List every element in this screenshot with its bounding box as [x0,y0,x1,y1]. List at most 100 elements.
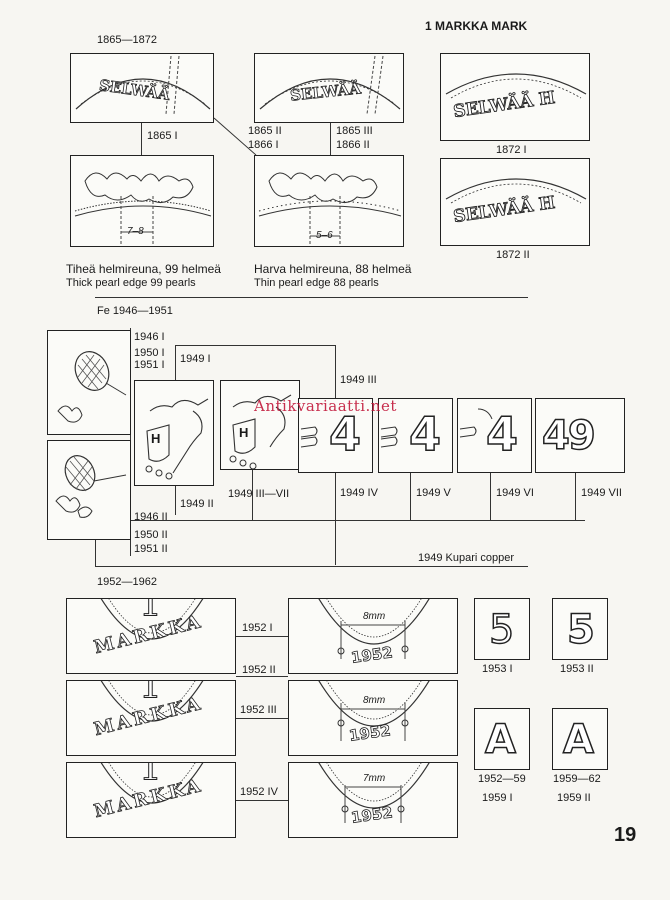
measure-label: 7mm [363,773,386,784]
letter-detail-1959-ii: A [552,708,608,770]
connector [141,123,142,155]
coin-detail-1872-ii: SELWÄÄ H [440,158,590,246]
letter-a: A [484,716,516,764]
measure-label: 8mm [363,695,386,706]
coin-detail-1946-i [47,330,131,435]
variant-label: 1949 VI [496,487,534,499]
variant-label: 1950 I [134,347,165,359]
digit-5: 5 [566,606,595,654]
denomination-1: 1 [139,680,163,707]
letter-detail-1959-i: A [474,708,530,770]
variant-label: 1952—59 [478,773,526,785]
variant-label: 1952 II [242,664,276,676]
variant-label: 1949 VII [581,487,622,499]
digit-4: 4 [408,406,442,462]
period-label-1865: 1865—1872 [97,34,157,46]
connector [175,345,176,380]
variant-label: 1952 III [240,704,277,716]
page-number: 19 [614,824,637,846]
coin-detail-1952-iii: 8mm 1952 [288,680,458,756]
variant-label: 1865 I [147,130,178,142]
coin-detail-1946-ii [47,440,131,540]
caption-thick-fi: Tiheä helmireuna, 99 helmeä [66,262,221,276]
digit-4: 4 [485,406,519,462]
connector [236,676,288,677]
coin-detail-1952-iv: 7mm 1952 [288,762,458,838]
coin-detail-1872-i: SELWÄÄ H [440,53,590,141]
shield-letter: H [151,431,161,446]
copper-label: 1949 Kupari copper [418,552,515,564]
variant-label: 1952 I [242,622,273,634]
watermark: Antikvariaatti.net [254,397,397,415]
digit-4: 4 [328,406,362,462]
digit-detail-1949-v: 4 [378,398,453,473]
variant-label: 1952 IV [240,786,278,798]
caption-thick-en: Thick pearl edge 99 pearls [66,277,196,289]
variant-label: 1865 II [248,125,282,137]
measure-label: 8mm [363,611,386,622]
variant-label: 1946 II [134,511,168,523]
year-text: 1952 [347,721,393,745]
digit-detail-1949-vii: 49 [535,398,625,473]
measure-label: 5–6 [316,230,333,241]
coin-detail-1865-legend: SELWÄÄ [70,53,214,123]
coin-detail-markka-1: 1 MARKKA [66,598,236,674]
connector [410,472,411,520]
variant-label: 1865 III [336,125,373,137]
year-text: 1952 [349,643,395,667]
caption-thin-en: Thin pearl edge 88 pearls [254,277,379,289]
connector [330,123,331,155]
coin-detail-1949-i: H [134,380,214,486]
variant-label: 1949 V [416,487,451,499]
connector [575,472,576,520]
section-divider [95,297,528,298]
variant-label: 1950 II [134,529,168,541]
variant-label: 1953 II [560,663,594,675]
connector [252,470,253,520]
variant-label: 1949 IV [340,487,378,499]
variant-label: 1866 II [336,139,370,151]
coin-detail-1865-ii-legend: SELWÄÄ [254,53,404,123]
period-label-1952: 1952—1962 [97,576,157,588]
coin-detail-thin-pearl-edge: 5–6 [254,155,404,247]
shield-letter: H [239,425,249,440]
variant-label: 1949 II [180,498,214,510]
digit-detail-1949-iv: 4 [298,398,373,473]
measure-label: 7–8 [127,226,144,237]
page-title: 1 MARKKA MARK [425,19,528,33]
variant-label: 1872 II [496,249,530,261]
connector [236,718,288,719]
caption-thin-fi: Harva helmireuna, 88 helmeä [254,262,412,276]
variant-label: 1946 I [134,331,165,343]
connector [236,800,288,801]
coin-detail-markka-3: 1 MARKKA [66,762,236,838]
digit-detail-1953-i: 5 [474,598,530,660]
coin-detail-markka-2: 1 MARKKA [66,680,236,756]
denomination-1: 1 [139,598,163,625]
year-text: 1952 [349,803,395,827]
letter-a: A [562,716,594,764]
connector [490,472,491,520]
denomination-1: 1 [139,762,163,789]
connector [175,485,176,515]
variant-label: 1951 II [134,543,168,555]
coin-detail-thick-pearl-edge: 7–8 [70,155,214,247]
variant-label: 1959—62 [553,773,601,785]
variant-label: 1949 III—VII [228,488,290,500]
variant-label: 1866 I [248,139,279,151]
coin-detail-1952-i: 8mm 1952 [288,598,458,674]
period-label-fe: Fe 1946—1951 [97,305,173,317]
variant-label: 1959 II [557,792,591,804]
digit-5: 5 [488,606,515,654]
digit-detail-1949-vi: 4 [457,398,532,473]
connector [95,540,96,566]
connector [95,566,528,567]
coin-detail-1949-iii-vii: H [220,380,300,470]
connector [236,636,288,637]
variant-label: 1949 I [180,353,211,365]
variant-label: 1949 III [340,374,377,386]
connector [130,520,585,521]
variant-label: 1959 I [482,792,513,804]
variant-label: 1872 I [496,144,527,156]
digits-49: 49 [541,412,596,460]
